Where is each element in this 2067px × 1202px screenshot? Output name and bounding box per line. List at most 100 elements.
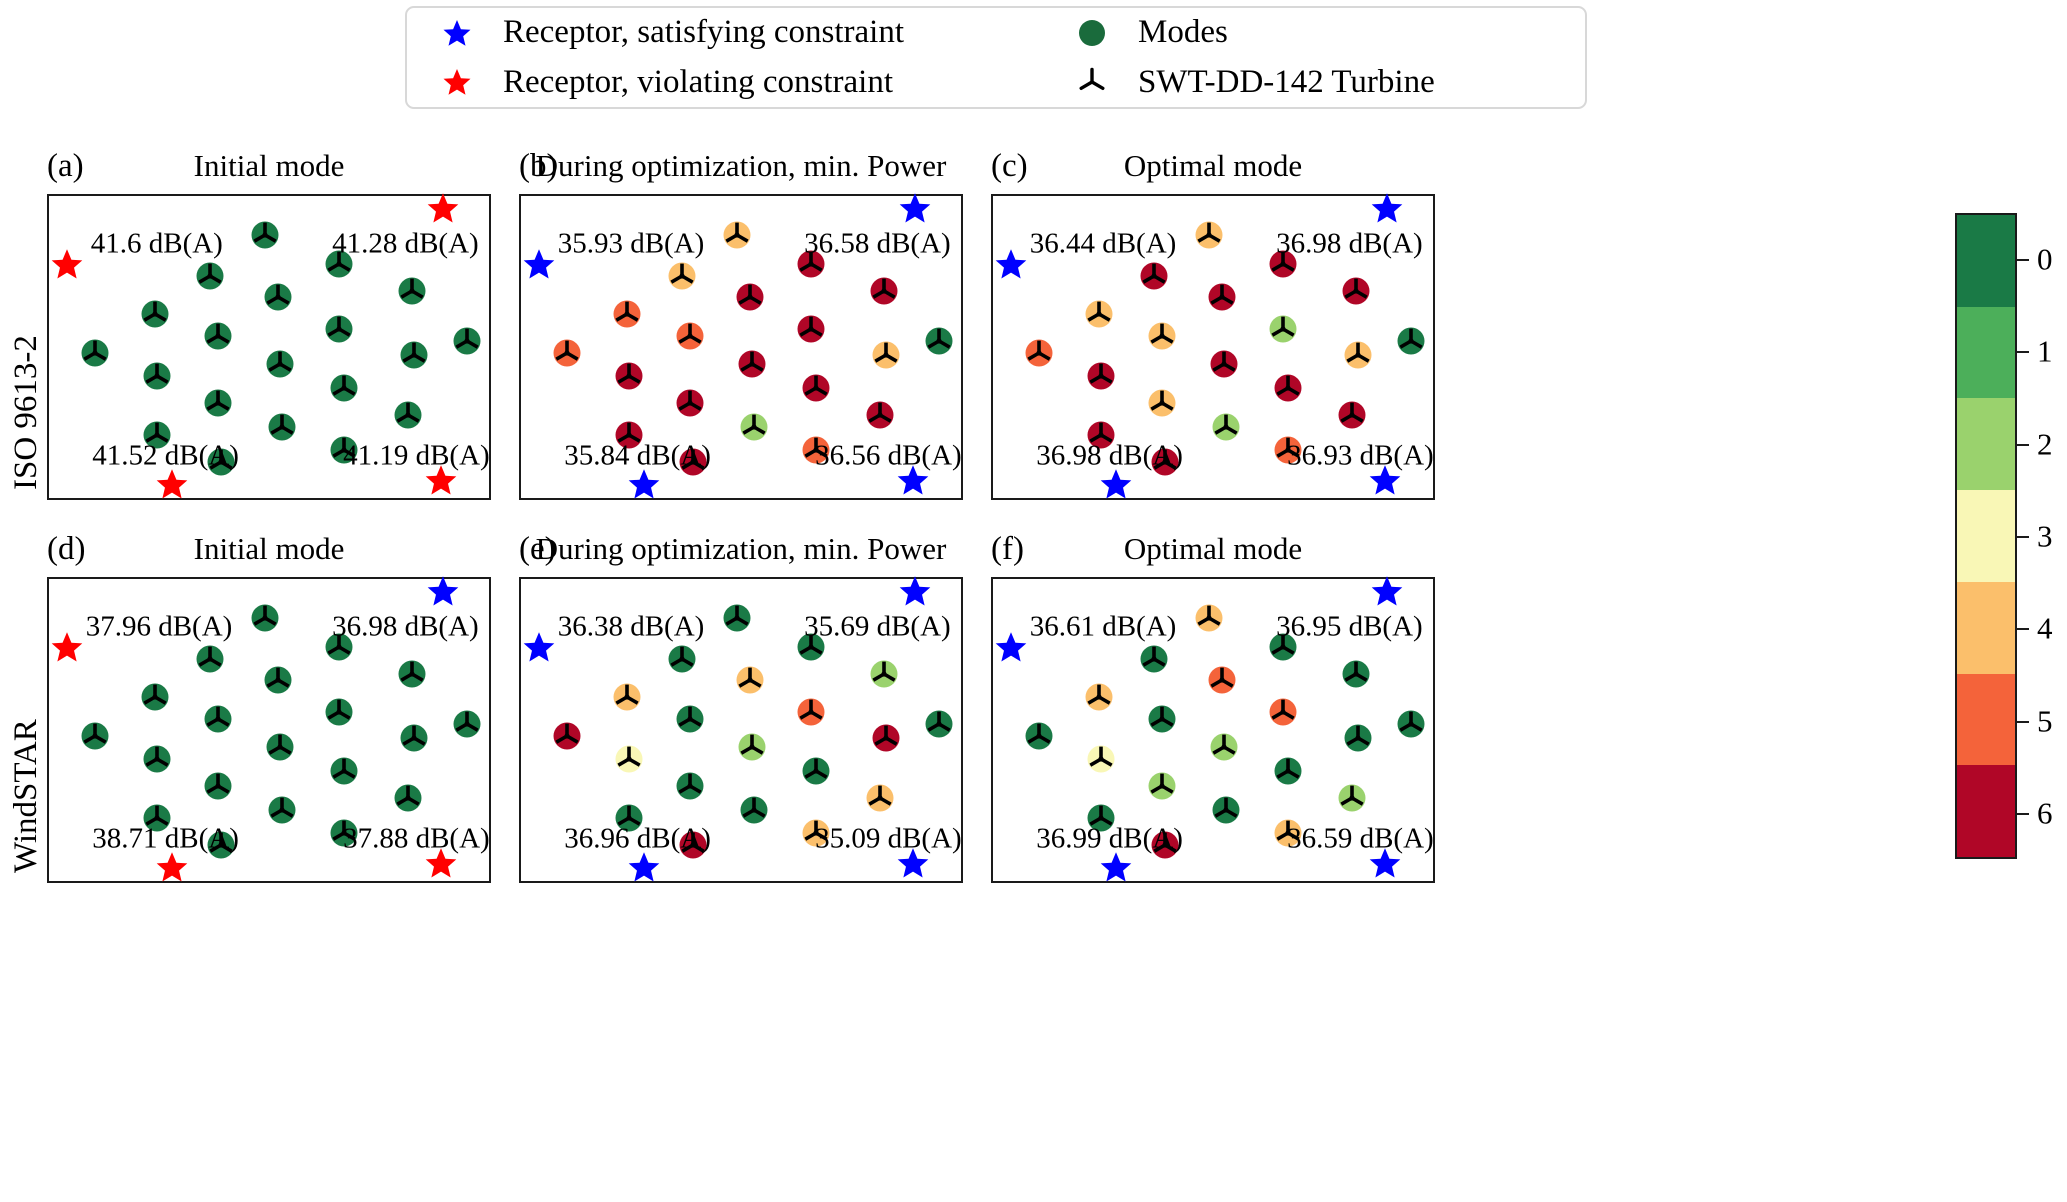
receptor-star-violating — [426, 191, 460, 225]
plot-area: 37.96 dB(A)36.98 dB(A)38.71 dB(A)37.88 d… — [47, 576, 491, 883]
receptor-noise-label: 36.44 dB(A) — [1029, 227, 1177, 260]
colorbar-segment-0 — [1957, 215, 2015, 307]
turbine-marker — [397, 721, 431, 755]
turbine-marker — [612, 418, 646, 452]
receptor-star-violating — [155, 467, 189, 501]
turbine-marker — [733, 280, 767, 314]
turbine-marker — [1205, 280, 1239, 314]
legend-label: Receptor, satisfying constraint — [503, 14, 904, 51]
turbine-marker — [794, 312, 828, 346]
receptor-noise-label: 35.93 dB(A) — [557, 227, 705, 260]
turbine-marker — [735, 730, 769, 764]
legend-entry-modes: Modes — [1042, 16, 1589, 50]
receptor-noise-label: 36.98 dB(A) — [332, 610, 479, 643]
receptor-noise-label: 37.88 dB(A) — [343, 822, 490, 855]
figure-legend: Receptor, satisfying constraint Modes Re… — [405, 6, 1587, 109]
turbine-marker — [550, 719, 584, 753]
turbine-marker — [193, 259, 227, 293]
receptor-star-satisfying — [1370, 574, 1404, 608]
colorbar-tick-label: 6 — [2037, 795, 2053, 831]
receptor-noise-label: 36.56 dB(A) — [815, 439, 962, 472]
turbine-marker — [1137, 259, 1171, 293]
colorbar-tick-mark — [2015, 720, 2029, 723]
panel-tag: (d) — [47, 531, 86, 567]
receptor-star-satisfying — [522, 247, 556, 281]
turbine-marker — [204, 445, 238, 479]
colorbar-tick-label: 3 — [2037, 518, 2053, 554]
turbine-marker — [922, 324, 956, 358]
receptor-noise-label: 36.95 dB(A) — [1276, 610, 1423, 643]
colorbar-segment-1 — [1957, 306, 2015, 399]
turbine-marker — [261, 663, 295, 697]
panel-title: During optimization, min. Power — [535, 148, 947, 183]
plot-area: 35.93 dB(A)36.58 dB(A)35.84 dB(A)36.56 d… — [519, 193, 963, 500]
receptor-noise-label: 36.61 dB(A) — [1029, 610, 1177, 643]
turbine-marker — [322, 312, 356, 346]
legend-label: Receptor, violating constraint — [503, 63, 893, 100]
turbine-marker — [1209, 410, 1243, 444]
turbine-marker — [1266, 312, 1300, 346]
colorbar-tick-label: 2 — [2037, 426, 2053, 462]
plot-area: 36.38 dB(A)35.69 dB(A)36.96 dB(A)35.09 d… — [519, 574, 963, 883]
turbine-marker — [1082, 297, 1116, 331]
turbine-marker — [263, 730, 297, 764]
turbine-marker — [138, 680, 172, 714]
turbine-marker — [673, 769, 707, 803]
receptor-noise-label: 41.52 dB(A) — [92, 439, 239, 472]
legend-label: SWT-DD-142 Turbine — [1138, 63, 1435, 100]
legend-entry-turbine: SWT-DD-142 Turbine — [1042, 65, 1589, 99]
legend-entry-receptor-violating: Receptor, violating constraint — [407, 63, 1042, 100]
turbine-marker — [1148, 828, 1182, 862]
turbine-marker — [1335, 398, 1369, 432]
turbine-marker — [922, 707, 956, 741]
colorbar-tick-label: 5 — [2037, 703, 2053, 739]
colorbar-tick-mark — [2015, 259, 2029, 262]
turbine-marker — [201, 386, 235, 420]
turbine-marker — [248, 601, 282, 635]
receptor-noise-label: 35.09 dB(A) — [815, 822, 962, 855]
turbine-marker — [1205, 663, 1239, 697]
turbine-marker — [78, 719, 112, 753]
turbine-marker — [867, 657, 901, 691]
turbine-marker — [265, 793, 299, 827]
turbine-marker — [1145, 386, 1179, 420]
turbine-marker — [1148, 445, 1182, 479]
turbine-marker — [869, 721, 903, 755]
panel-title: Optimal mode — [1123, 148, 1303, 183]
receptor-star-satisfying — [896, 846, 930, 880]
receptor-star-satisfying — [1370, 191, 1404, 225]
turbine-marker — [799, 816, 833, 850]
receptor-star-violating — [50, 630, 84, 664]
turbine-marker — [733, 663, 767, 697]
turbine-marker — [612, 801, 646, 835]
turbine-marker — [140, 742, 174, 776]
turbine-marker — [1394, 324, 1428, 358]
colorbar-tick-mark — [2015, 443, 2029, 446]
turbine-marker — [1394, 707, 1428, 741]
turbine-marker — [1271, 371, 1305, 405]
panel-tag: (b) — [519, 148, 558, 184]
legend-entry-receptor-satisfying: Receptor, satisfying constraint — [407, 16, 1042, 49]
turbine-marker — [612, 742, 646, 776]
colorbar-tick-label: 0 — [2037, 241, 2053, 277]
turbine-marker — [1271, 754, 1305, 788]
legend-label: Modes — [1138, 14, 1228, 51]
receptor-star-violating — [424, 463, 458, 497]
turbine-marker — [1271, 816, 1305, 850]
turbine-marker — [322, 630, 356, 664]
turbine-marker — [673, 319, 707, 353]
receptor-noise-label: 36.59 dB(A) — [1287, 822, 1434, 855]
receptor-star-satisfying — [898, 574, 932, 608]
turbine-marker — [140, 801, 174, 835]
turbine-marker — [322, 247, 356, 281]
panel-title: Initial mode — [193, 531, 345, 566]
turbine-marker — [138, 297, 172, 331]
receptor-noise-label: 36.58 dB(A) — [804, 227, 951, 260]
turbine-marker — [1084, 418, 1118, 452]
receptor-star-satisfying — [522, 630, 556, 664]
receptor-star-satisfying — [994, 247, 1028, 281]
turbine-marker — [1192, 218, 1226, 252]
